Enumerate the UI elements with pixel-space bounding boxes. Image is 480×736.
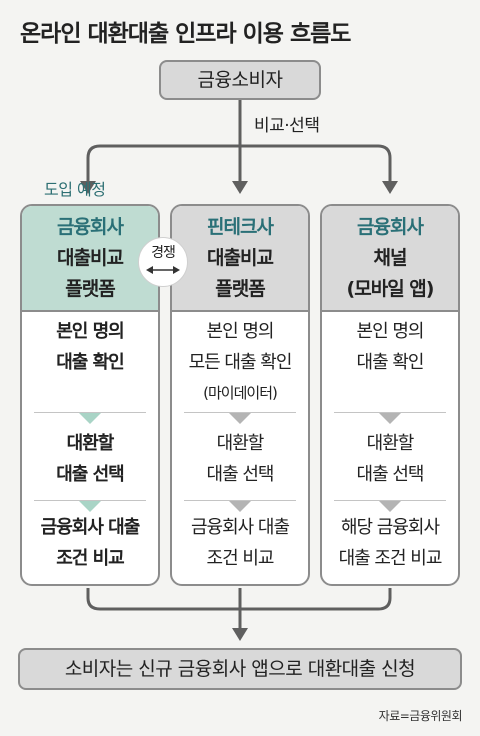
step-divider	[184, 500, 296, 501]
diagram-title: 온라인 대환대출 인프라 이용 흐름도	[20, 21, 351, 47]
step-compare-terms: 금융회사 대출 조건 비교	[172, 512, 308, 574]
pilot-label: 도입 예정	[44, 180, 106, 199]
step-divider	[184, 412, 296, 413]
compare-select-label: 비교·선택	[254, 116, 320, 136]
step-compare-terms: 금융회사 대출 조건 비교	[22, 512, 158, 574]
step-line: 대환할	[366, 433, 415, 454]
step-line: 대출 선택	[356, 464, 425, 485]
column-head-line: 플랫폼	[65, 277, 115, 300]
column-brand: 핀테크사	[207, 215, 274, 238]
step-line: 본인 명의	[356, 321, 425, 342]
column-brand: 금융회사	[357, 215, 424, 238]
step-down-arrow-icon	[79, 413, 101, 424]
step-line: 해당 금융회사	[340, 517, 440, 538]
step-select-loan: 대환할 대출 선택	[22, 428, 158, 490]
step-compare-terms: 해당 금융회사 대출 조건 비교	[322, 512, 458, 574]
step-down-arrow-icon	[229, 501, 251, 512]
column-fintech-comparison-platform: 핀테크사 대출비교 플랫폼 본인 명의 모든 대출 확인 (마이데이터) 대환할…	[170, 204, 310, 586]
arrow-head-col1	[80, 181, 96, 194]
step-check-loans: 본인 명의 모든 대출 확인 (마이데이터)	[172, 316, 308, 409]
source-credit: 자료=금융위원회	[378, 709, 463, 723]
step-line: 조건 비교	[56, 548, 125, 569]
step-down-arrow-icon	[379, 413, 401, 424]
consumer-box: 금융소비자	[159, 60, 321, 100]
step-line: 본인 명의	[206, 321, 275, 342]
step-divider	[334, 412, 446, 413]
double-arrow-icon	[146, 266, 180, 274]
step-line: (마이데이터)	[203, 384, 278, 402]
step-line: 대출 확인	[56, 352, 125, 373]
step-check-loans: 본인 명의 대출 확인	[22, 316, 158, 378]
step-down-arrow-icon	[79, 501, 101, 512]
step-line: 대환할	[216, 433, 265, 454]
column-head-line: 대출비교	[57, 246, 124, 269]
column-head-line: 대출비교	[207, 246, 274, 269]
step-check-loans: 본인 명의 대출 확인	[322, 316, 458, 378]
step-divider	[334, 500, 446, 501]
column-head-line: (모바일 앱)	[346, 277, 435, 300]
step-line: 본인 명의	[56, 321, 125, 342]
step-down-arrow-icon	[229, 413, 251, 424]
step-divider	[34, 412, 146, 413]
column-head-line: 플랫폼	[215, 277, 265, 300]
step-line: 모든 대출 확인	[188, 352, 293, 373]
column-header: 금융회사 채널 (모바일 앱)	[322, 206, 458, 312]
column-brand: 금융회사	[57, 215, 124, 238]
column-header: 금융회사 대출비교 플랫폼	[22, 206, 158, 312]
competition-label: 경쟁	[151, 245, 176, 261]
step-line: 금융회사 대출	[40, 517, 141, 538]
arrow-head-col3	[382, 181, 398, 194]
competition-bubble: 경쟁	[138, 237, 188, 287]
step-line: 금융회사 대출	[190, 517, 290, 538]
step-down-arrow-icon	[379, 501, 401, 512]
arrow-head-bottom	[232, 628, 248, 641]
step-line: 대환할	[66, 433, 115, 454]
bottom-action-box: 소비자는 신규 금융회사 앱으로 대환대출 신청	[18, 648, 462, 690]
step-divider	[34, 500, 146, 501]
column-head-line: 채널	[373, 246, 408, 269]
top-branch-line	[86, 144, 392, 184]
step-line: 대출 선택	[206, 464, 275, 485]
arrow-head-col2	[232, 181, 248, 194]
step-line: 대출 조건 비교	[338, 548, 443, 569]
step-select-loan: 대환할 대출 선택	[172, 428, 308, 490]
column-header: 핀테크사 대출비교 플랫폼	[172, 206, 308, 312]
column-bank-mobile-app: 금융회사 채널 (모바일 앱) 본인 명의 대출 확인 대환할 대출 선택 해당…	[320, 204, 460, 586]
step-line: 대출 확인	[356, 352, 425, 373]
column-bank-comparison-platform: 금융회사 대출비교 플랫폼 본인 명의 대출 확인 대환할 대출 선택 금융회사…	[20, 204, 160, 586]
step-select-loan: 대환할 대출 선택	[322, 428, 458, 490]
step-line: 대출 선택	[56, 464, 125, 485]
step-line: 조건 비교	[206, 548, 275, 569]
